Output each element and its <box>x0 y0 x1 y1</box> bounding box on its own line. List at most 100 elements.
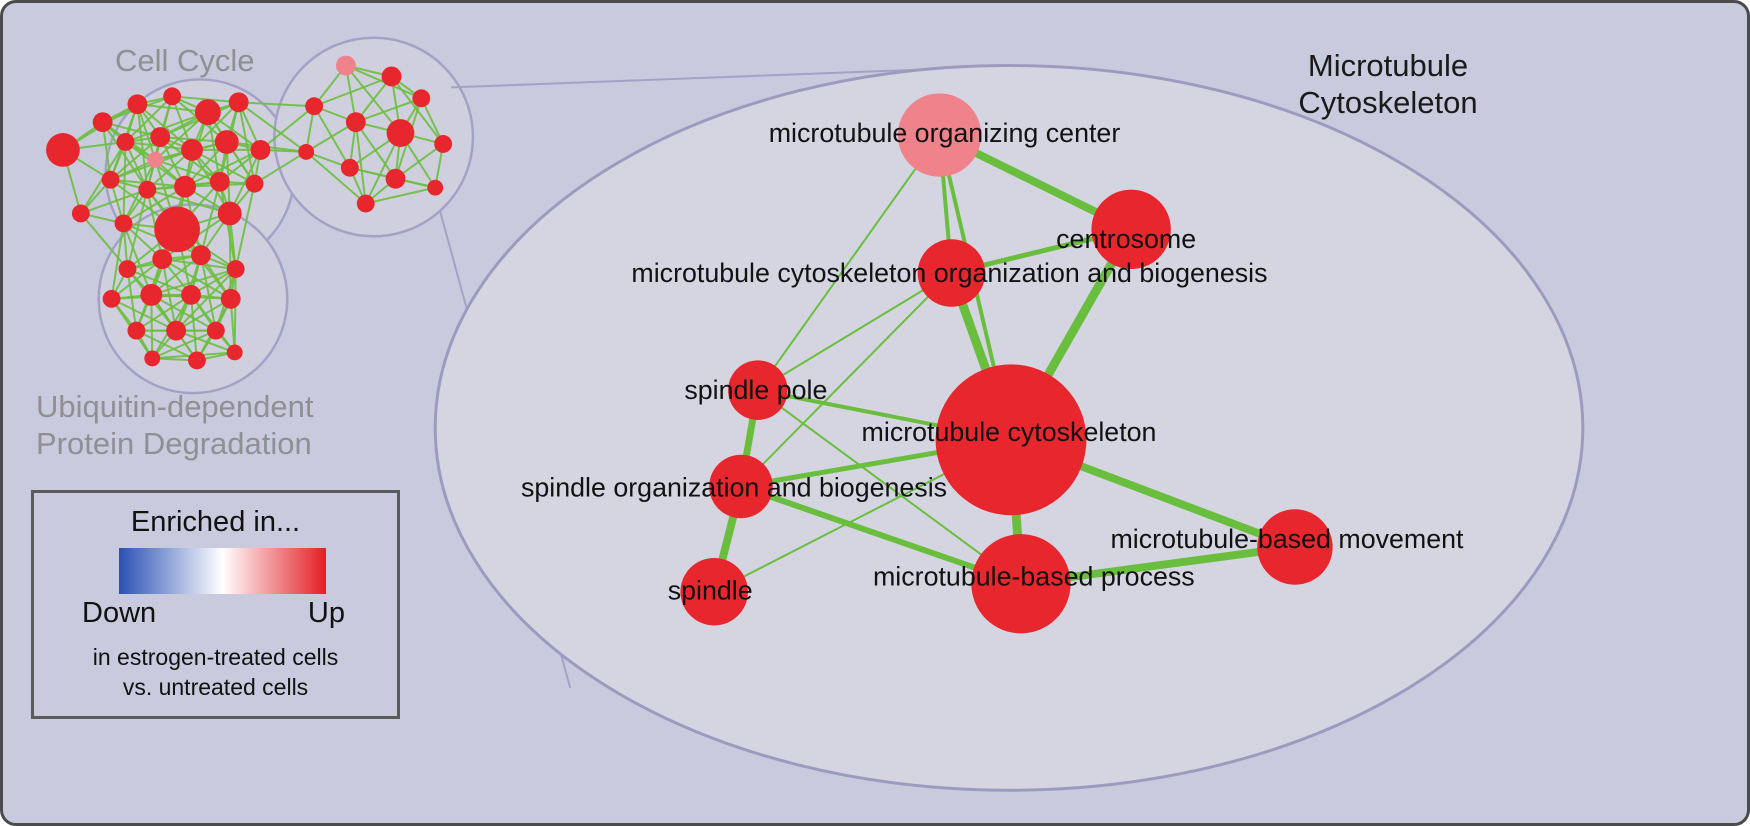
mini-edge <box>136 104 149 190</box>
mini-node <box>102 289 121 308</box>
legend-title: Enriched in... <box>130 506 301 538</box>
mini-node <box>434 135 453 153</box>
mini-edge <box>254 151 307 185</box>
node-centrosome <box>1091 189 1171 270</box>
mini-node <box>214 130 239 154</box>
mini-edge <box>127 268 192 296</box>
mini-node <box>114 214 133 233</box>
node-mbm <box>1257 509 1333 585</box>
mini-node <box>356 194 375 213</box>
mini-node <box>194 99 221 126</box>
cluster-circle-microtubule <box>273 36 475 238</box>
mini-edge <box>125 111 209 143</box>
node-label-spindle_pole: spindle pole <box>684 375 827 405</box>
mini-node <box>138 180 157 199</box>
mini-edge <box>126 268 138 331</box>
node-mbp <box>971 534 1071 634</box>
mini-edge <box>135 294 192 332</box>
mini-node <box>181 139 203 161</box>
legend-gradient-bar <box>119 548 326 594</box>
mini-edge <box>175 268 237 332</box>
mini-edge <box>237 102 256 184</box>
mini-node <box>144 350 161 367</box>
mini-node <box>226 344 243 361</box>
mini-edge <box>190 294 198 361</box>
mini-edge <box>122 185 186 225</box>
mini-edge <box>313 75 392 108</box>
cluster-title-ubiquitin-line1: Ubiquitin-dependent <box>36 389 314 424</box>
mini-node <box>46 133 80 167</box>
mini-node <box>250 139 271 160</box>
mini-node <box>191 245 211 266</box>
mini-node <box>412 89 431 108</box>
mini-node <box>335 55 356 76</box>
mini-node <box>385 168 406 189</box>
mini-node <box>101 170 120 189</box>
mini-edge <box>124 95 173 143</box>
cluster-title-ubiquitin: Ubiquitin-dependent Protein Degradation <box>36 389 314 462</box>
mini-node <box>188 351 206 370</box>
node-moc <box>897 93 982 177</box>
mini-node <box>174 175 196 198</box>
edge-mco-spindle_org <box>740 272 953 488</box>
node-label-spindle: spindle <box>668 576 753 606</box>
cluster-title-microtubule: Microtubule Cytoskeleton <box>1238 48 1538 121</box>
cluster-title-microtubule-line2: Cytoskeleton <box>1298 84 1478 120</box>
node-spindle_pole <box>728 360 788 420</box>
mini-node <box>298 143 315 160</box>
mini-node <box>163 87 182 106</box>
node-label-moc: microtubule organizing center <box>769 118 1121 148</box>
mini-node <box>245 174 264 193</box>
node-label-spindle_org: spindle organization and biogenesis <box>521 472 947 502</box>
mini-edge <box>151 268 236 296</box>
mini-node <box>116 133 135 151</box>
mini-node <box>220 288 241 309</box>
mini-node <box>427 179 444 196</box>
edge-mco-spindle_pole <box>757 272 952 392</box>
mini-edge <box>184 149 261 188</box>
mini-node <box>147 151 164 168</box>
cluster-title-ubiquitin-line2: Protein Degradation <box>36 425 312 461</box>
mini-edge <box>80 188 148 215</box>
node-label-mco: microtubule cytoskeleton organization an… <box>631 258 1267 288</box>
network-canvas: microtubule organizing centercentrosomem… <box>46 36 1585 792</box>
node-spindle <box>680 557 748 626</box>
cluster-title-cell-cycle: Cell Cycle <box>115 43 255 78</box>
node-label-mt_cyto: microtubule cytoskeleton <box>862 417 1157 447</box>
mini-node <box>226 260 245 278</box>
mini-edge <box>175 297 232 332</box>
mini-node <box>127 321 146 340</box>
mini-node <box>127 94 148 115</box>
node-mt_cyto <box>935 364 1087 516</box>
legend-axis-labels: Down Up <box>82 597 345 630</box>
edge-spindle_pole-mbp <box>757 389 1022 585</box>
mini-edge <box>110 223 125 299</box>
mini-node <box>154 206 200 253</box>
mini-edge <box>199 254 217 331</box>
mini-edge <box>305 151 367 205</box>
mini-node <box>152 249 173 270</box>
mini-edge <box>175 329 236 354</box>
mini-edge <box>122 223 153 296</box>
legend-caption: in estrogen-treated cells vs. untreated … <box>34 643 397 703</box>
mini-edge <box>259 105 315 151</box>
mini-edge <box>365 186 436 205</box>
mini-edge <box>191 101 240 151</box>
mini-node <box>386 119 415 147</box>
mini-edge <box>154 158 221 183</box>
mini-node <box>118 260 137 278</box>
mini-edge <box>238 101 315 108</box>
mini-node <box>381 66 402 87</box>
mini-node <box>340 158 359 177</box>
legend-up-label: Up <box>307 597 345 629</box>
mini-node <box>217 201 242 226</box>
mini-edge <box>80 212 129 270</box>
legend-caption-line2: vs. untreated cells <box>122 673 309 700</box>
legend-down-label: Down <box>82 597 157 629</box>
mini-edge <box>218 181 237 270</box>
mini-edge <box>234 183 256 270</box>
mini-node <box>166 320 187 341</box>
mini-node <box>209 171 230 192</box>
mini-edge <box>238 101 307 153</box>
